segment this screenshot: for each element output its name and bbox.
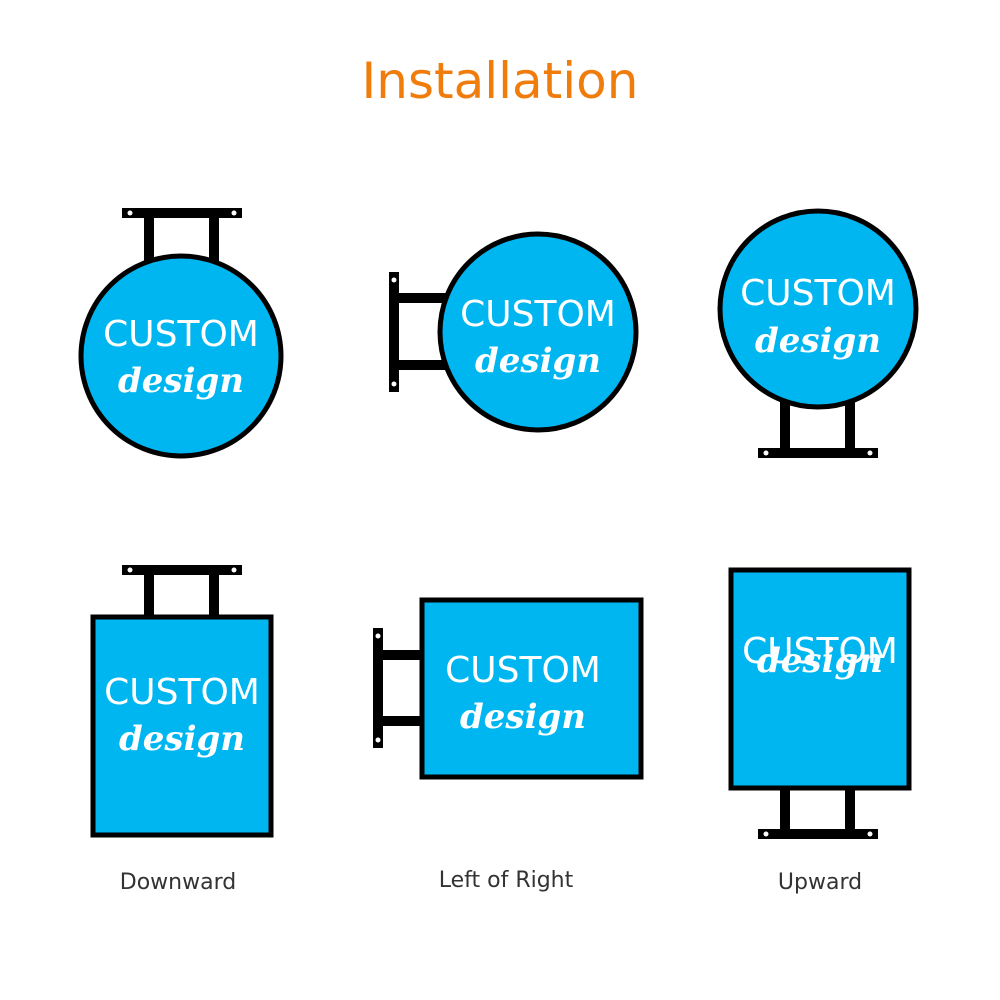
side-bracket	[389, 272, 447, 392]
caption-downward: Downward	[119, 870, 237, 895]
sign-text-design: design	[118, 361, 244, 401]
square-sign-upward: CUSTOM design	[728, 567, 912, 839]
square-sign-side: CUSTOM design	[373, 597, 644, 780]
sign-text-design: design	[475, 341, 601, 381]
top-bracket	[122, 208, 242, 266]
sign-text-design: design	[119, 719, 245, 759]
round-sign-downward: CUSTOM design	[78, 208, 284, 459]
sign-text-custom: CUSTOM	[104, 672, 260, 713]
round-sign-face	[78, 253, 284, 459]
square-sign-downward: CUSTOM design	[90, 565, 274, 838]
round-sign-upward: CUSTOM design	[717, 208, 919, 458]
bottom-bracket	[758, 786, 878, 839]
page-title: Installation	[361, 52, 639, 110]
bottom-bracket	[758, 400, 878, 458]
square-sign-face	[90, 614, 274, 838]
top-bracket	[122, 565, 242, 619]
sign-text-custom: CUSTOM	[460, 294, 616, 335]
round-sign-face	[437, 231, 639, 433]
sign-text-custom: CUSTOM	[740, 273, 896, 314]
round-sign-side: CUSTOM design	[389, 231, 639, 433]
sign-text-design: design	[460, 697, 586, 737]
caption-left-right: Left of Right	[438, 868, 574, 893]
sign-text-design: design	[757, 641, 883, 681]
sign-text-custom: CUSTOM	[445, 650, 601, 691]
sign-text-design: design	[755, 321, 881, 361]
square-sign-face	[728, 567, 912, 791]
caption-upward: Upward	[777, 870, 863, 895]
side-bracket	[373, 628, 425, 748]
round-sign-face	[717, 208, 919, 410]
sign-text-custom: CUSTOM	[742, 631, 898, 672]
square-sign-face	[419, 597, 644, 780]
sign-text-custom: CUSTOM	[103, 314, 259, 355]
